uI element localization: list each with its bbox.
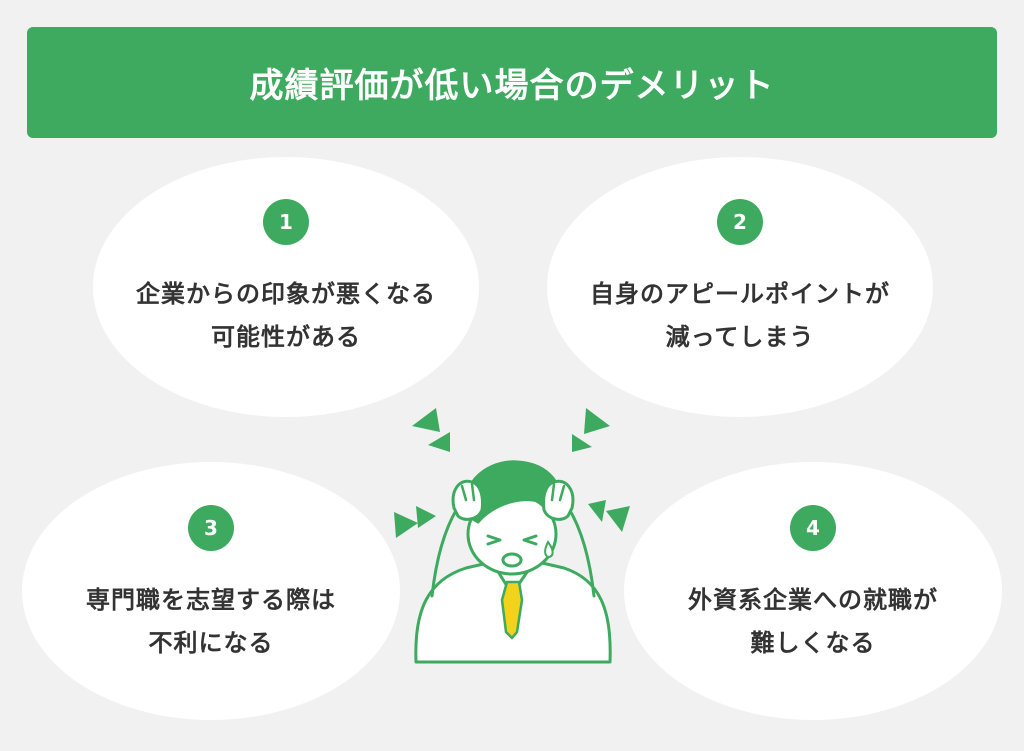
demerit-text-line: 企業からの印象が悪くなる bbox=[136, 280, 436, 308]
number-badge: 4 bbox=[790, 505, 836, 551]
number-badge: 2 bbox=[717, 199, 763, 245]
title-banner: 成績評価が低い場合のデメリット bbox=[27, 27, 997, 138]
demerit-text-line: 可能性がある bbox=[211, 323, 361, 351]
demerit-text-line: 自身のアピールポイントが bbox=[590, 280, 890, 308]
demerit-text: 企業からの印象が悪くなる 可能性がある bbox=[136, 273, 436, 359]
demerit-bubble-2: 2 自身のアピールポイントが 減ってしまう bbox=[547, 157, 933, 417]
number-badge: 1 bbox=[263, 199, 309, 245]
demerit-text-line: 不利になる bbox=[148, 629, 274, 657]
demerit-text: 外資系企業への就職が 難しくなる bbox=[688, 579, 938, 665]
stress-mark-icon bbox=[394, 512, 418, 538]
number-badge: 3 bbox=[188, 505, 234, 551]
demerit-text-line: 専門職を志望する際は bbox=[86, 586, 336, 614]
demerit-bubble-3: 3 専門職を志望する際は 不利になる bbox=[22, 462, 400, 720]
demerit-text: 自身のアピールポイントが 減ってしまう bbox=[590, 273, 890, 359]
demerit-bubble-4: 4 外資系企業への就職が 難しくなる bbox=[624, 462, 1002, 720]
stress-mark-icon bbox=[606, 506, 630, 532]
stress-mark-icon bbox=[416, 506, 436, 528]
stress-mark-icon bbox=[572, 434, 592, 452]
demerit-text: 専門職を志望する際は 不利になる bbox=[86, 579, 336, 665]
demerit-text-line: 難しくなる bbox=[750, 629, 876, 657]
demerit-text-line: 外資系企業への就職が bbox=[688, 586, 938, 614]
stress-mark-icon bbox=[412, 408, 440, 432]
worried-businessman-illustration bbox=[414, 460, 612, 664]
stress-mark-icon bbox=[588, 500, 606, 522]
demerit-bubble-1: 1 企業からの印象が悪くなる 可能性がある bbox=[93, 157, 479, 417]
stress-mark-icon bbox=[584, 408, 610, 434]
demerit-text-line: 減ってしまう bbox=[665, 323, 815, 351]
stress-mark-icon bbox=[428, 432, 450, 452]
page-title: 成績評価が低い場合のデメリット bbox=[249, 66, 775, 106]
